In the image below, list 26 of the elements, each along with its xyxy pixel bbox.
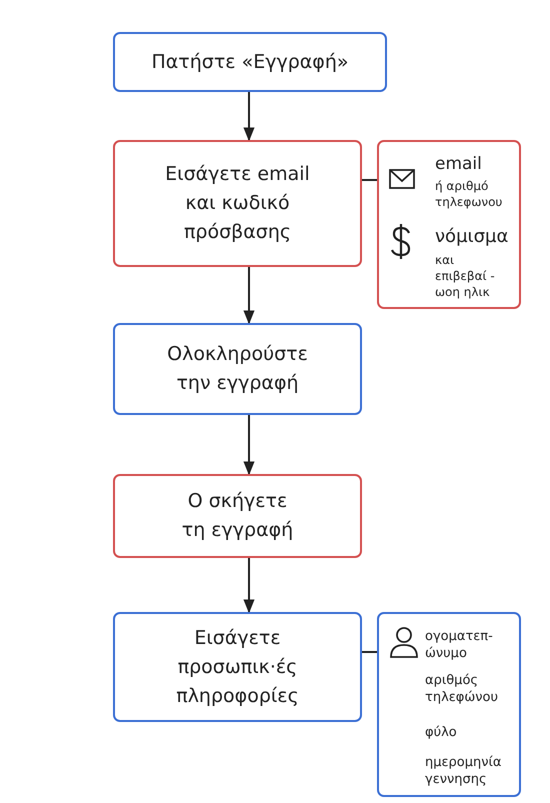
- process-box: [113, 474, 362, 558]
- info-text: email: [435, 154, 483, 175]
- step-text: Εισάγετε προσωπικ·ές πληροφορίες: [175, 626, 300, 708]
- process-box: [113, 32, 387, 92]
- arrow: [243, 415, 255, 476]
- arrow: [243, 267, 255, 324]
- arrow: [243, 92, 255, 142]
- info-text: ή αριθμό τηλεφωνου: [435, 178, 504, 210]
- info-text: φύλο: [425, 724, 458, 741]
- arrow: [243, 558, 255, 614]
- step-text: Ο σκήγετε τη εγγραφή: [180, 489, 294, 543]
- info-panel: [377, 612, 521, 797]
- process-box: [113, 323, 362, 415]
- step-text: Ολοκληρούστε την εγγραφή: [166, 342, 309, 396]
- step-text: Εισάγετε email και κωδικό πρόσβασης: [164, 162, 311, 245]
- step-text: Πατήστε «Εγγραφή»: [152, 50, 348, 74]
- connector-line: [362, 179, 377, 181]
- info-text: και επιβεβαί - ωοη ηλικ: [435, 252, 496, 300]
- info-text: ογοματεπ- ώνυμο: [425, 628, 494, 662]
- info-text: ημερομηνία γεννησης: [425, 754, 502, 788]
- process-box: [113, 140, 362, 267]
- info-panel: [377, 140, 521, 309]
- info-text: αριθμός τηλεφώνου: [425, 672, 499, 706]
- process-box: [113, 612, 362, 722]
- connector-line: [362, 651, 377, 653]
- info-text: νόμισμα: [435, 226, 510, 248]
